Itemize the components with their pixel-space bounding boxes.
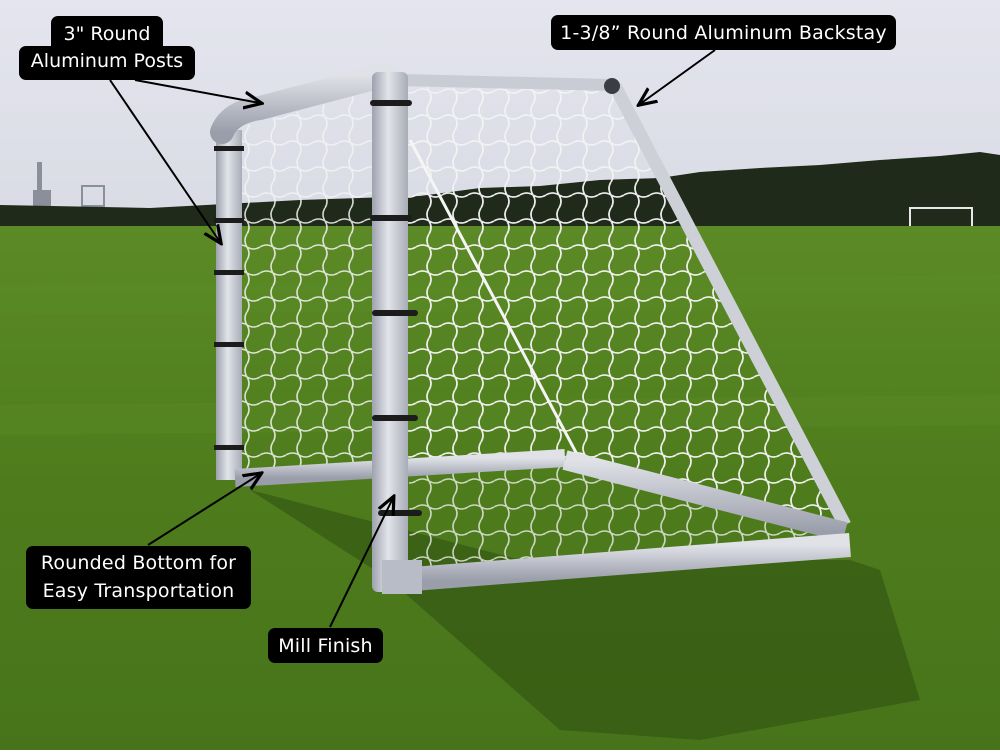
- backstay: [609, 82, 851, 529]
- callout-bottom-line1: Rounded Bottom for: [40, 552, 237, 574]
- left-post: [216, 130, 242, 480]
- front-post: [372, 72, 408, 592]
- callout-backstay: 1-3/8” Round Aluminum Backstay: [551, 15, 896, 50]
- callout-posts-line2: Aluminum Posts: [19, 46, 195, 80]
- callout-posts: 3" Round Aluminum Posts: [19, 16, 195, 80]
- callout-finish: Mill Finish: [268, 628, 383, 663]
- callout-bottom: Rounded Bottom for Easy Transportation: [26, 546, 251, 609]
- callout-bottom-line2: Easy Transportation: [42, 580, 235, 602]
- callout-posts-line1: 3" Round: [51, 16, 163, 46]
